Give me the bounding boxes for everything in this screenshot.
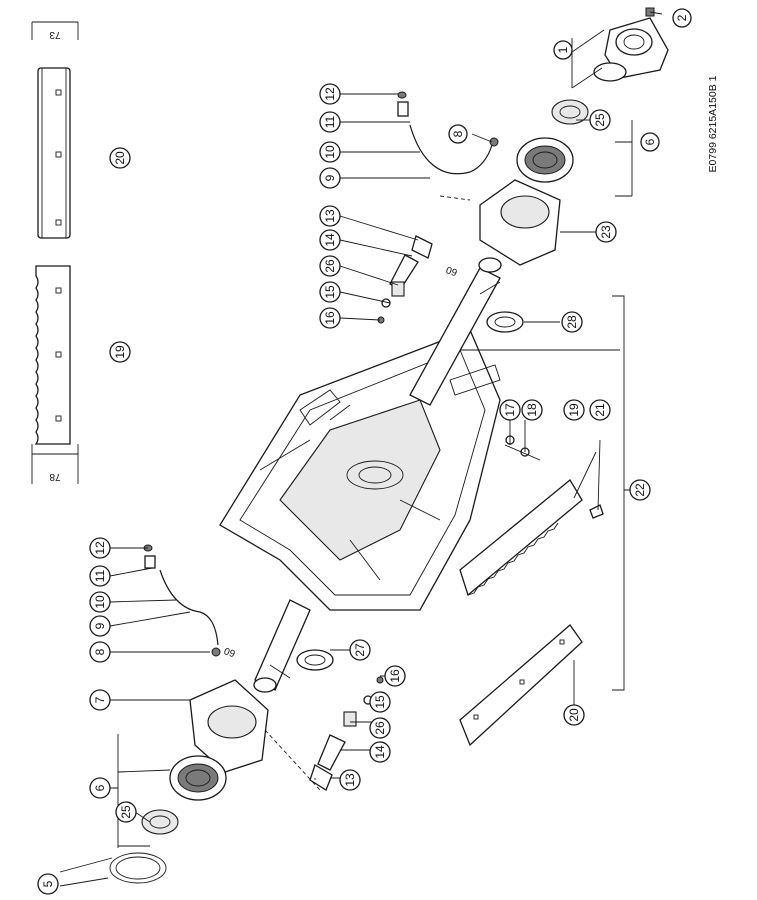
strip-20-detail: 73: [31, 21, 79, 239]
callout-26-lower: 26: [369, 717, 391, 739]
svg-text:5: 5: [41, 880, 55, 887]
svg-text:6: 6: [93, 784, 107, 791]
callout-8-upper: 8: [448, 124, 468, 144]
angle-label-upper: 60: [444, 263, 459, 277]
callout-23: 23: [595, 221, 617, 243]
svg-text:21: 21: [593, 403, 607, 417]
svg-text:15: 15: [323, 285, 337, 299]
svg-text:6: 6: [643, 138, 657, 145]
svg-text:22: 22: [633, 483, 647, 497]
callout-14-lower: 14: [369, 741, 391, 763]
axle-frame: 60 60: [219, 257, 620, 693]
callout-12-lower: 12: [89, 537, 111, 559]
svg-text:17: 17: [503, 403, 517, 417]
callout-15-upper: 15: [319, 281, 341, 303]
callout-26-upper: 26: [319, 255, 341, 277]
callout-21: 21: [589, 399, 611, 421]
dimension-78: 78: [49, 471, 61, 482]
svg-text:18: 18: [525, 403, 539, 417]
callout-17: 17: [499, 399, 521, 421]
svg-text:8: 8: [451, 130, 465, 137]
callout-19-loose: 19: [563, 399, 585, 421]
callout-8-lower: 8: [89, 641, 111, 663]
callout-25-upper: 25: [589, 109, 611, 131]
svg-text:8: 8: [93, 648, 107, 655]
callout-1: 1: [553, 40, 573, 60]
svg-text:9: 9: [93, 622, 107, 629]
upper-hub-assembly: [479, 7, 669, 333]
svg-text:1: 1: [556, 46, 570, 53]
callout-16-upper: 16: [319, 307, 341, 329]
callout-28: 28: [561, 311, 583, 333]
svg-text:2: 2: [675, 14, 689, 21]
callout-14-upper: 14: [319, 229, 341, 251]
callout-20-detail: 20: [109, 147, 131, 169]
callout-2: 2: [672, 8, 692, 28]
svg-text:7: 7: [93, 696, 107, 703]
upper-grease-line: [377, 91, 499, 324]
lower-hub-assembly: [109, 649, 334, 884]
callout-9-upper: 9: [319, 167, 341, 189]
callout-11-lower: 11: [89, 565, 111, 587]
callout-15-lower: 15: [369, 691, 391, 713]
svg-text:28: 28: [565, 315, 579, 329]
callout-18: 18: [521, 399, 543, 421]
svg-text:19: 19: [567, 403, 581, 417]
callout-12-upper: 12: [319, 83, 341, 105]
svg-text:10: 10: [323, 145, 337, 159]
callout-19-detail: 19: [109, 341, 131, 363]
svg-text:15: 15: [373, 695, 387, 709]
svg-text:14: 14: [323, 233, 337, 247]
callout-20-loose: 20: [563, 704, 585, 726]
callout-5: 5: [37, 873, 59, 895]
svg-text:25: 25: [593, 113, 607, 127]
callout-10-lower: 10: [89, 591, 111, 613]
svg-text:13: 13: [323, 209, 337, 223]
svg-text:16: 16: [388, 669, 402, 683]
svg-text:26: 26: [373, 721, 387, 735]
callout-11-upper: 11: [319, 111, 341, 133]
callout-6-upper: 6: [640, 132, 660, 152]
callout-27: 27: [349, 639, 371, 661]
callout-6-lower: 6: [89, 777, 111, 799]
svg-text:27: 27: [353, 643, 367, 657]
svg-text:9: 9: [323, 174, 337, 181]
svg-text:11: 11: [93, 569, 107, 582]
svg-text:10: 10: [93, 595, 107, 609]
svg-text:12: 12: [323, 87, 337, 101]
callout-25-lower: 25: [115, 801, 137, 823]
dimension-73: 73: [49, 29, 61, 40]
lower-grease-line: [143, 544, 384, 791]
svg-text:20: 20: [113, 151, 127, 165]
svg-text:14: 14: [373, 745, 387, 759]
callout-13-upper: 13: [319, 205, 341, 227]
callout-16-lower: 16: [384, 665, 406, 687]
svg-text:16: 16: [323, 311, 337, 325]
callout-7: 7: [89, 689, 111, 711]
angle-label-lower: 60: [222, 644, 237, 658]
svg-text:19: 19: [113, 345, 127, 359]
svg-text:13: 13: [343, 773, 357, 787]
svg-text:26: 26: [323, 259, 337, 273]
svg-text:23: 23: [599, 225, 613, 239]
callout-10-upper: 10: [319, 141, 341, 163]
callout-13-lower: 13: [339, 769, 361, 791]
callout-9-lower: 9: [89, 615, 111, 637]
loose-strips: [459, 435, 604, 747]
svg-text:12: 12: [93, 541, 107, 555]
strip-19-detail: 78: [31, 265, 79, 484]
svg-text:11: 11: [323, 115, 337, 128]
svg-text:20: 20: [567, 708, 581, 722]
svg-text:25: 25: [119, 805, 133, 819]
drawing-code: E0799 6215A150B 1: [707, 75, 719, 172]
callout-22: 22: [629, 479, 651, 501]
